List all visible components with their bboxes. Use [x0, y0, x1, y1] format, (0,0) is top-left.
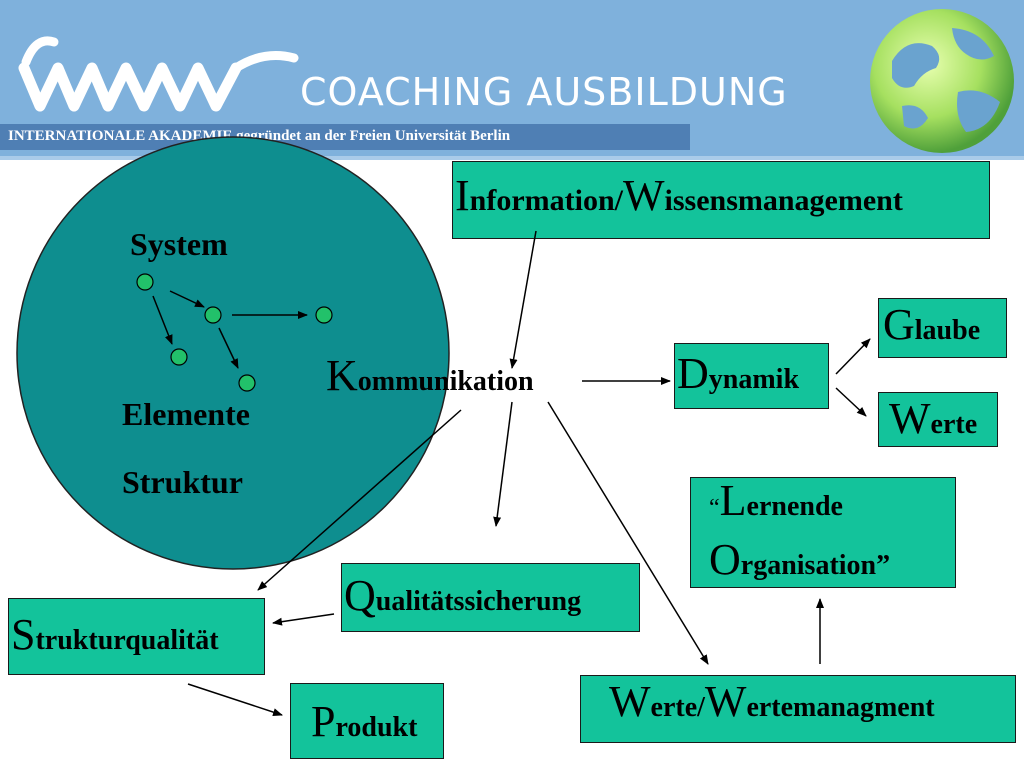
- box-produkt: Produkt: [290, 683, 444, 759]
- iwvw-logo: [18, 36, 299, 112]
- box-lernende-organisation: “Lernende Organisation”: [690, 477, 956, 588]
- box-qualitaetssicherung: Qualitätssicherung: [341, 563, 640, 632]
- subtitle-bar: [0, 124, 690, 150]
- element-node: [315, 306, 333, 324]
- box-glaube: Glaube: [878, 298, 1007, 358]
- box-werte: Werte: [878, 392, 998, 447]
- box-dynamik: Dynamik: [674, 343, 829, 409]
- label-elemente: Elemente: [122, 396, 250, 432]
- header-divider: [0, 156, 1024, 160]
- globe-icon: [870, 9, 1014, 153]
- element-node: [136, 273, 154, 291]
- box-strukturqualitaet: Strukturqualität: [8, 598, 265, 675]
- element-node: [170, 348, 188, 366]
- page-title: COACHING AUSBILDUNG: [300, 70, 788, 114]
- element-node: [238, 374, 256, 392]
- subtitle: INTERNATIONALE AKADEMIE gegründet an der…: [8, 128, 511, 144]
- label-system: System: [130, 226, 228, 262]
- box-werte-wertemanagment: Werte/Wertemanagment: [580, 675, 1016, 743]
- label-struktur: Struktur: [122, 464, 243, 500]
- box-information-wissensmanagement: Information/Wissensmanagement: [452, 161, 990, 239]
- element-node: [204, 306, 222, 324]
- label-kommunikation: Kommunikation: [326, 351, 534, 400]
